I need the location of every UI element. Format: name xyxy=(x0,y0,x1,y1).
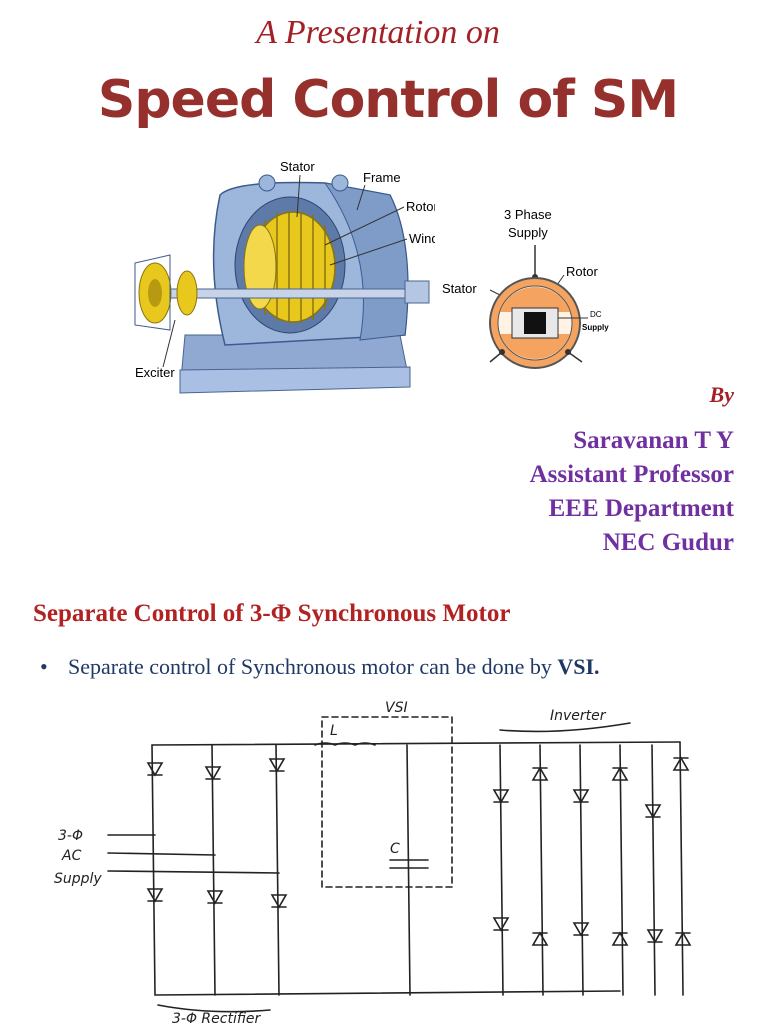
label-frame: Frame xyxy=(363,170,401,185)
label-capacitor: C xyxy=(390,841,400,857)
label-dc-supply: Supply xyxy=(582,323,609,332)
slide-heading: Separate Control of 3-Φ Synchronous Moto… xyxy=(33,600,511,627)
label-rotor: Rotor xyxy=(406,199,435,214)
by-label: By xyxy=(709,382,734,407)
vsi-circuit-diagram: VSI Inverter L C 3-Φ AC Supply 3-Φ Recti… xyxy=(54,700,692,1024)
author-designation: Assistant Professor xyxy=(529,461,734,488)
label-stator-cs: Stator xyxy=(442,281,477,296)
synchronous-motor-illustration: Stator Frame Rotor Winding Exciter xyxy=(134,159,435,394)
label-vsi: VSI xyxy=(385,700,408,716)
label-supply-ac: AC xyxy=(61,848,82,864)
bullet-text: Separate control of Synchronous motor ca… xyxy=(68,654,558,679)
label-winding: Winding xyxy=(409,231,435,246)
author-block: Saravanan T Y Assistant Professor EEE De… xyxy=(530,424,734,560)
label-exciter: Exciter xyxy=(135,365,175,380)
presentation-title: Speed Control of SM xyxy=(97,70,679,130)
bullet-dot-icon: • xyxy=(40,654,48,679)
bullet-item: • Separate control of Synchronous motor c… xyxy=(40,654,600,680)
label-stator: Stator xyxy=(280,159,315,174)
author-department: EEE Department xyxy=(548,495,734,522)
author-institution: NEC Gudur xyxy=(602,529,734,556)
label-dc: DC xyxy=(590,310,602,319)
motor-cross-section-diagram: 3 Phase Supply Rotor Stator DC Supply xyxy=(442,207,609,369)
label-rectifier: 3-Φ Rectifier xyxy=(172,1011,262,1024)
content-slide: Separate Control of 3-Φ Synchronous Moto… xyxy=(0,570,768,1024)
bullet-bold-text: VSI. xyxy=(557,654,600,679)
title-slide: A Presentation on Speed Control of SM xyxy=(97,14,734,560)
presentation-subtitle: A Presentation on xyxy=(256,14,500,51)
label-inductor: L xyxy=(330,723,338,739)
label-supply-phase: 3-Φ xyxy=(58,828,83,844)
label-supply: Supply xyxy=(508,225,548,240)
label-rotor-cs: Rotor xyxy=(566,264,598,279)
label-3phase: 3 Phase xyxy=(504,207,552,222)
author-name: Saravanan T Y xyxy=(573,427,734,454)
label-supply-word: Supply xyxy=(54,871,102,887)
label-inverter: Inverter xyxy=(550,708,607,724)
